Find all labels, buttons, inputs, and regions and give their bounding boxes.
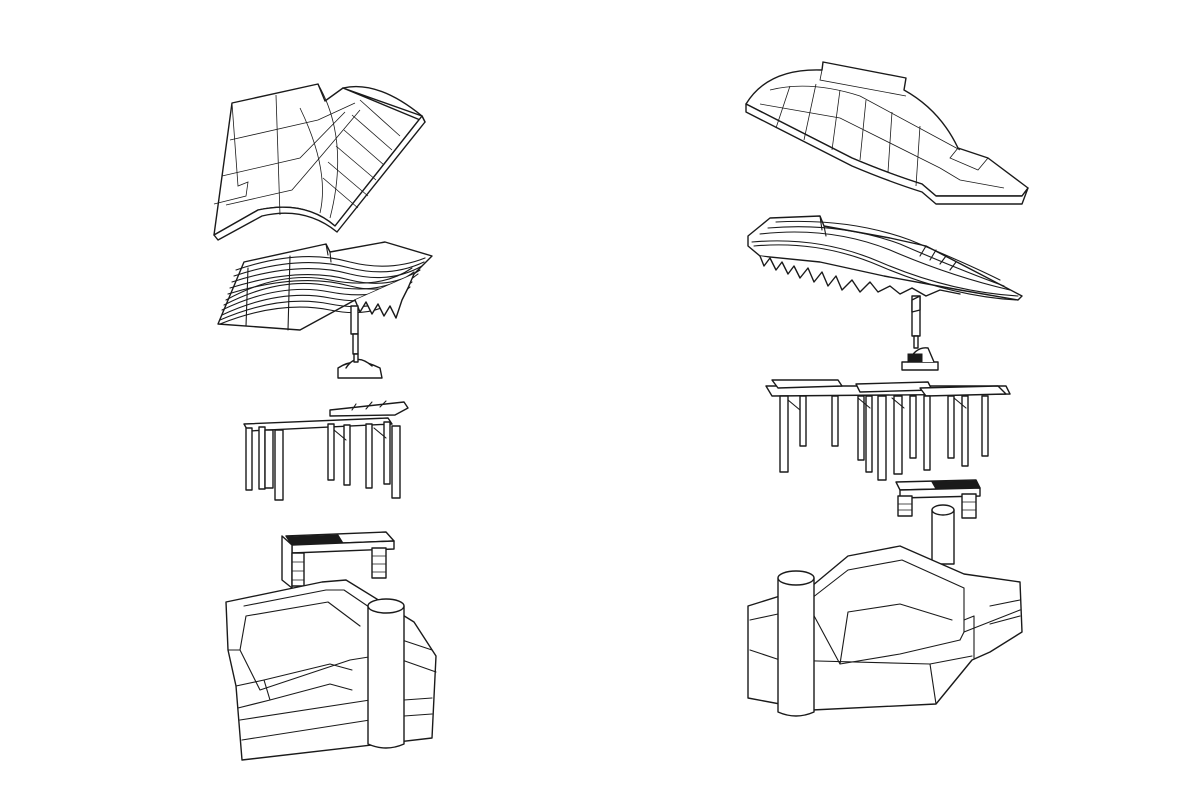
post-base-right: [901, 295, 939, 371]
bench-block-right: [895, 479, 981, 519]
assembly-left: [213, 83, 437, 761]
cylinder-column-back-right: [931, 504, 955, 565]
post-base-left: [337, 305, 383, 379]
beam-column-frame-left: [243, 400, 409, 501]
cylinder-column-left: [367, 598, 405, 749]
cylinder-column-front-right: [777, 570, 815, 717]
planter-seat-base-right: [747, 545, 1023, 711]
bench-block-left: [281, 531, 395, 589]
roof-canopy-right: [745, 61, 1029, 205]
curved-rib-frame-left: [217, 241, 433, 331]
roof-canopy-left: [213, 83, 426, 241]
beam-column-frame-right: [765, 379, 1011, 481]
curved-rib-frame-right: [747, 215, 1023, 301]
assembly-right: [745, 61, 1029, 717]
